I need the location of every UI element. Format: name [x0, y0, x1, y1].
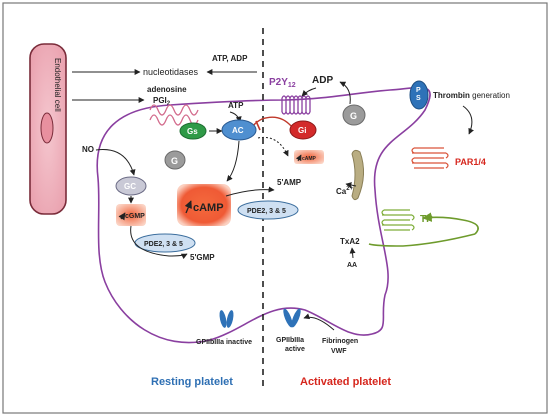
nucleotidases-label: nucleotidases — [143, 67, 199, 77]
aa-label: AA — [347, 262, 357, 269]
arrow-thrombin-to-par — [462, 105, 474, 135]
g-protein-inner — [164, 150, 186, 170]
calcium-channel — [351, 149, 364, 201]
gi-inhibition-line — [253, 116, 293, 128]
gc-label: GC — [124, 182, 136, 191]
camp-small-down-arrow — [295, 154, 302, 162]
arrow-ac-to-camp — [226, 140, 240, 182]
arrow-calcium-release — [345, 182, 357, 189]
endothelial-cell: Endothelial cell — [29, 43, 67, 215]
platelet-membrane — [96, 86, 431, 344]
endothelial-cell-label: Endothelial cell — [53, 58, 62, 112]
thrombin-label: Thrombin generation — [433, 91, 510, 100]
cgmp-label: cGMP — [125, 213, 145, 220]
cgmp-blob — [116, 204, 146, 226]
gp-active-label-2: active — [285, 346, 305, 353]
par-receptor-icon — [411, 147, 449, 169]
pde-center-label: PDE2, 3 & 5 — [247, 208, 286, 215]
gmp-label: 5'GMP — [190, 253, 215, 262]
camp-up-arrow — [184, 200, 192, 214]
gp-active-label-1: GPIIbIIIa — [276, 337, 304, 344]
txa2-feedback-line — [368, 233, 476, 247]
gs-protein — [179, 122, 207, 140]
no-label: NO — [82, 145, 94, 154]
tp-receptor-icon — [381, 209, 415, 231]
par-label: PAR1/4 — [455, 157, 486, 167]
p2y12-label: P2Y12 — [269, 77, 296, 89]
atp-label: ATP — [228, 101, 244, 110]
pde-center-enzyme — [237, 200, 299, 220]
arrow-aa-to-txa2 — [349, 247, 356, 259]
g-protein-right — [342, 104, 366, 126]
adp-label: ADP — [312, 75, 333, 86]
gs-label: Gs — [187, 127, 198, 136]
ps-marker — [409, 80, 429, 110]
tp-label: TP — [420, 214, 433, 225]
ac-label: AC — [232, 126, 244, 135]
gp-inactive-label: GPIIbIIIa inactive — [196, 339, 252, 346]
txa2-label: TxA2 — [340, 237, 360, 246]
atp-adp-label: ATP, ADP — [212, 54, 248, 63]
resting-platelet-label: Resting platelet — [151, 376, 233, 388]
p2y12-receptor-icon — [281, 95, 311, 115]
cgmp-up-arrow — [118, 212, 126, 221]
gpiib-active-icon — [283, 308, 301, 328]
g-inner-label: G — [171, 156, 178, 166]
arrow-adp-to-p2y12 — [301, 87, 317, 97]
camp-small-blob — [294, 150, 324, 164]
gc-enzyme — [115, 176, 147, 196]
pgi2-label: PGI2 — [153, 96, 171, 107]
txa2-feedback-arrow — [422, 212, 479, 235]
amp-label: 5'AMP — [277, 178, 302, 187]
arrow-cgmp-to-gmp — [130, 225, 188, 260]
vwf-label: VWF — [331, 348, 347, 355]
calcium-label: Ca2+ — [336, 186, 354, 196]
ip-receptor-icon — [149, 104, 199, 126]
camp-small-label: cAMP — [302, 156, 317, 162]
adenosine-label: adenosine — [147, 85, 187, 94]
activated-platelet-label: Activated platelet — [300, 376, 391, 388]
gpiib-inactive-icon — [219, 310, 234, 328]
pde-left-label: PDE2, 3 & 5 — [144, 241, 183, 248]
gi-protein — [289, 120, 317, 140]
gi-label: Gi — [298, 126, 306, 135]
arrow-fibrinogen-to-gp — [303, 313, 335, 331]
camp-label: cAMP — [193, 202, 224, 214]
arrow-no-to-gc — [95, 149, 136, 176]
camp-blob — [177, 184, 231, 226]
arrow-camp-to-amp — [225, 186, 275, 197]
fibrinogen-label: Fibrinogen — [322, 338, 358, 345]
g-right-label: G — [350, 111, 357, 121]
arrow-adp-release — [339, 81, 351, 105]
inhibition-bar — [255, 120, 261, 131]
